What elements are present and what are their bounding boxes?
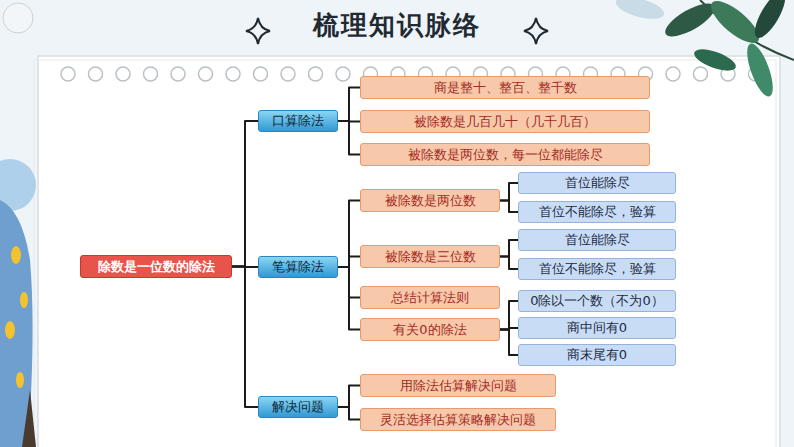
node-label: 灵活选择估算策略解决问题	[374, 412, 542, 428]
ring	[116, 67, 130, 81]
mid-box: 解决问题	[258, 396, 338, 418]
sub-box: 0除以一个数（不为0）	[518, 290, 676, 312]
ring	[281, 67, 295, 81]
leaf-box: 被除数是两位数，每一位都能除尽	[360, 143, 650, 166]
paper-sheet	[38, 56, 780, 447]
node-label: 商是整十、整百、整千数	[428, 80, 583, 96]
ring	[254, 67, 268, 81]
node-label: 首位能除尽	[559, 232, 636, 248]
tree-connector	[232, 121, 258, 267]
node-label: 被除数是三位数	[379, 249, 482, 265]
tree-connector	[338, 267, 360, 330]
tree-connector	[338, 407, 360, 420]
mid-box: 口算除法	[258, 110, 338, 132]
ring	[171, 67, 185, 81]
leaf-box: 被除数是几百几十（几千几百）	[360, 110, 650, 133]
sub-box: 商末尾有0	[518, 344, 676, 366]
mid-box: 笔算除法	[258, 256, 338, 278]
tree-connector	[338, 201, 360, 268]
ring	[666, 67, 680, 81]
leaf-box: 总结计算法则	[360, 286, 500, 309]
ring	[336, 67, 350, 81]
node-label: 被除数是两位数	[379, 193, 482, 209]
node-label: 被除数是几百几十（几千几百）	[408, 114, 602, 130]
tree-connector	[500, 201, 518, 213]
node-label: 用除法估算解决问题	[394, 378, 523, 394]
leaf-box: 商是整十、整百、整千数	[360, 76, 650, 99]
sub-box: 首位不能除尽，验算	[518, 258, 676, 280]
node-label: 0除以一个数（不为0）	[524, 293, 670, 309]
leaf-box: 有关0的除法	[360, 318, 500, 341]
node-label: 有关0的除法	[387, 322, 472, 338]
node-label: 首位不能除尽，验算	[533, 261, 662, 277]
paper-shadow	[34, 60, 776, 447]
tree-connector	[500, 330, 518, 356]
ring	[226, 67, 240, 81]
tree-connector	[500, 240, 518, 257]
tree-illustration	[0, 159, 36, 447]
node-label: 商末尾有0	[561, 347, 633, 363]
tree-connector	[338, 257, 360, 268]
ring	[144, 67, 158, 81]
ring	[199, 67, 213, 81]
tree-connector	[338, 88, 360, 122]
node-label: 总结计算法则	[385, 290, 475, 306]
leaf-box: 灵活选择估算策略解决问题	[360, 408, 556, 431]
tree-connector	[338, 121, 360, 155]
tree-connector	[338, 386, 360, 408]
node-label: 笔算除法	[266, 259, 330, 275]
ring	[61, 67, 75, 81]
sub-box: 商中间有0	[518, 317, 676, 339]
bubble	[3, 3, 33, 33]
root-box: 除数是一位数的除法	[80, 255, 232, 278]
leaf-box: 被除数是三位数	[360, 245, 500, 268]
sub-box: 首位不能除尽，验算	[518, 201, 676, 223]
ring	[694, 67, 708, 81]
node-label: 被除数是两位数，每一位都能除尽	[402, 147, 609, 163]
tree-connector	[500, 301, 518, 330]
leaf-box: 被除数是两位数	[360, 189, 500, 212]
node-label: 解决问题	[266, 399, 330, 415]
ring	[309, 67, 323, 81]
page-title: 梳理知识脉络	[0, 8, 794, 43]
ring	[89, 67, 103, 81]
sub-box: 首位能除尽	[518, 229, 676, 251]
tree-connector	[500, 183, 518, 201]
tree-connector	[500, 257, 518, 270]
tree-connector	[232, 267, 258, 408]
sub-box: 首位能除尽	[518, 172, 676, 194]
node-label: 首位不能除尽，验算	[533, 204, 662, 220]
node-label: 商中间有0	[561, 320, 633, 336]
node-label: 首位能除尽	[559, 175, 636, 191]
node-label: 口算除法	[266, 113, 330, 129]
node-label: 除数是一位数的除法	[92, 259, 221, 275]
leaf-box: 用除法估算解决问题	[360, 374, 556, 397]
